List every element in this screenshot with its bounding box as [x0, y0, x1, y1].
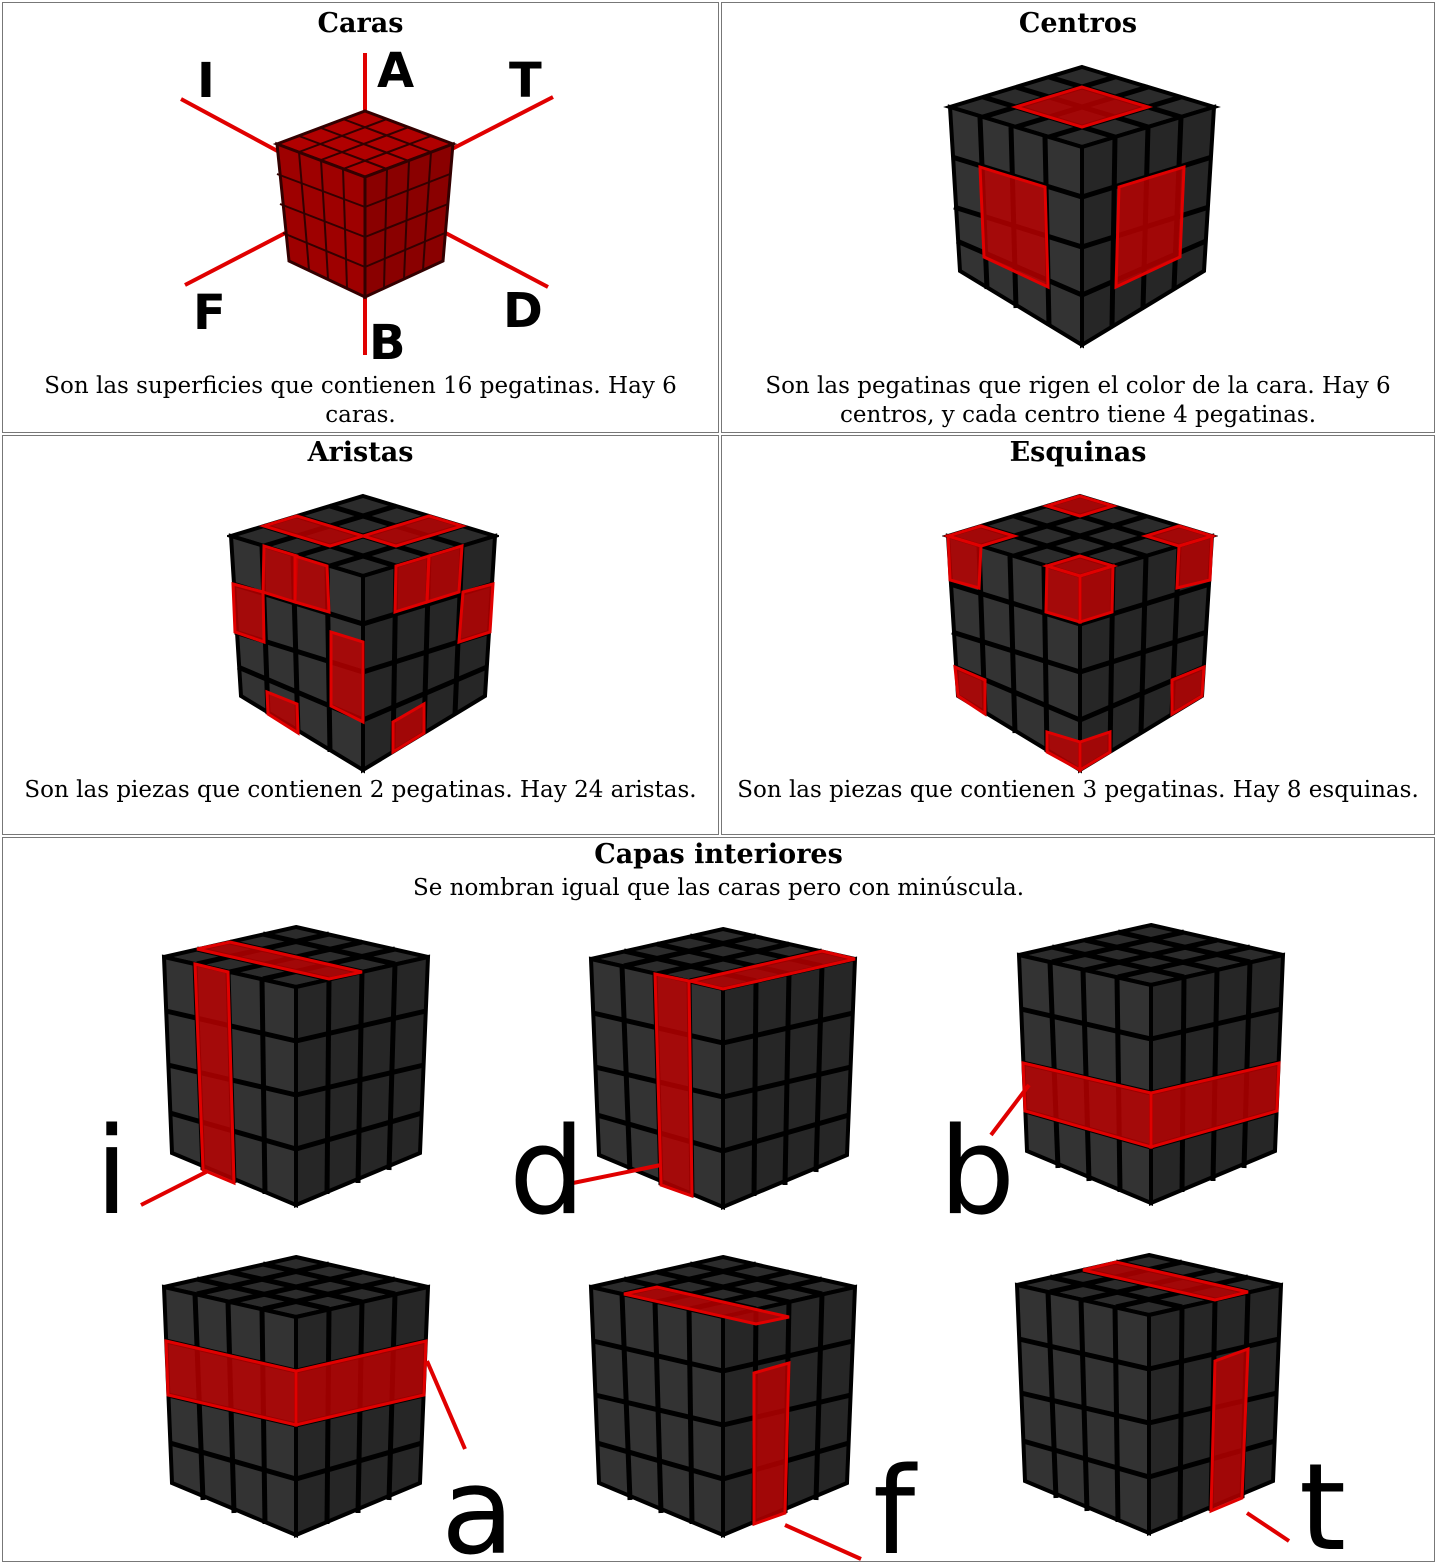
line-layer-a [425, 1360, 467, 1450]
layer-cube-d [588, 926, 858, 1211]
layer-cube-t [1014, 1252, 1284, 1537]
caras-cube [272, 109, 458, 300]
letter-layer-d: d [509, 1103, 585, 1242]
esquinas-desc: Son las piezas que contienen 3 pegatinas… [737, 777, 1419, 803]
caras-title: Caras [317, 8, 404, 39]
line-layer-f [784, 1523, 862, 1561]
aristas-title: Aristas [307, 437, 414, 468]
aristas-desc: Son las piezas que contienen 2 pegatinas… [24, 777, 697, 803]
label-back: T [509, 53, 542, 109]
aristas-svg [227, 493, 499, 774]
label-up: A [377, 43, 414, 99]
centros-title: Centros [1018, 8, 1138, 39]
capas-svg: i d b a f t [95, 922, 1346, 1563]
esquinas-cube [942, 493, 1218, 774]
capas-subtitle: Se nombran igual que las caras pero con … [412, 875, 1025, 901]
label-front: F [193, 285, 226, 341]
letter-layer-a: a [441, 1443, 515, 1563]
layer-cube-f [588, 1254, 858, 1539]
centros-svg [943, 64, 1221, 349]
letter-layer-t: t [1299, 1439, 1346, 1563]
caras-axes [180, 53, 554, 355]
caras-desc: Son las superficies que contienen 16 peg… [44, 373, 677, 428]
cell-centros: Centros Son las pegatinas que [721, 2, 1435, 433]
cell-esquinas: Esquinas [721, 435, 1435, 835]
line-layer-b [989, 1083, 1031, 1137]
esquinas-title: Esquinas [1009, 437, 1147, 468]
capas-figure: i d b a f t [3, 913, 1436, 1563]
label-right: D [503, 283, 543, 339]
centros-desc: Son las pegatinas que rigen el color de … [765, 373, 1391, 428]
letter-layer-f: f [873, 1443, 918, 1563]
capas-title: Capas interiores [594, 839, 843, 870]
letter-layer-b: b [939, 1103, 1015, 1242]
cell-aristas: Aristas [2, 435, 719, 835]
aristas-figure [227, 492, 499, 774]
layer-cube-i [161, 924, 431, 1209]
letter-layer-i: i [95, 1103, 128, 1242]
label-left: I [197, 53, 215, 109]
line-layer-d [572, 1163, 662, 1185]
label-down: B [369, 315, 406, 359]
centros-figure [942, 61, 1222, 351]
layer-cube-a [161, 1254, 431, 1539]
cell-capas: Capas interiores Se nombran igual que la… [2, 837, 1436, 1563]
esquinas-svg [942, 493, 1218, 774]
line-layer-i [140, 1169, 209, 1207]
centros-cube [943, 64, 1221, 349]
caras-svg: A I T F D B [180, 43, 554, 359]
cell-caras: Caras [2, 2, 719, 433]
aristas-cube [227, 493, 499, 774]
line-layer-t [1245, 1511, 1291, 1543]
caras-figure: A I T F D B [153, 39, 573, 359]
layer-cube-b [1016, 922, 1286, 1207]
esquinas-figure [942, 492, 1218, 774]
